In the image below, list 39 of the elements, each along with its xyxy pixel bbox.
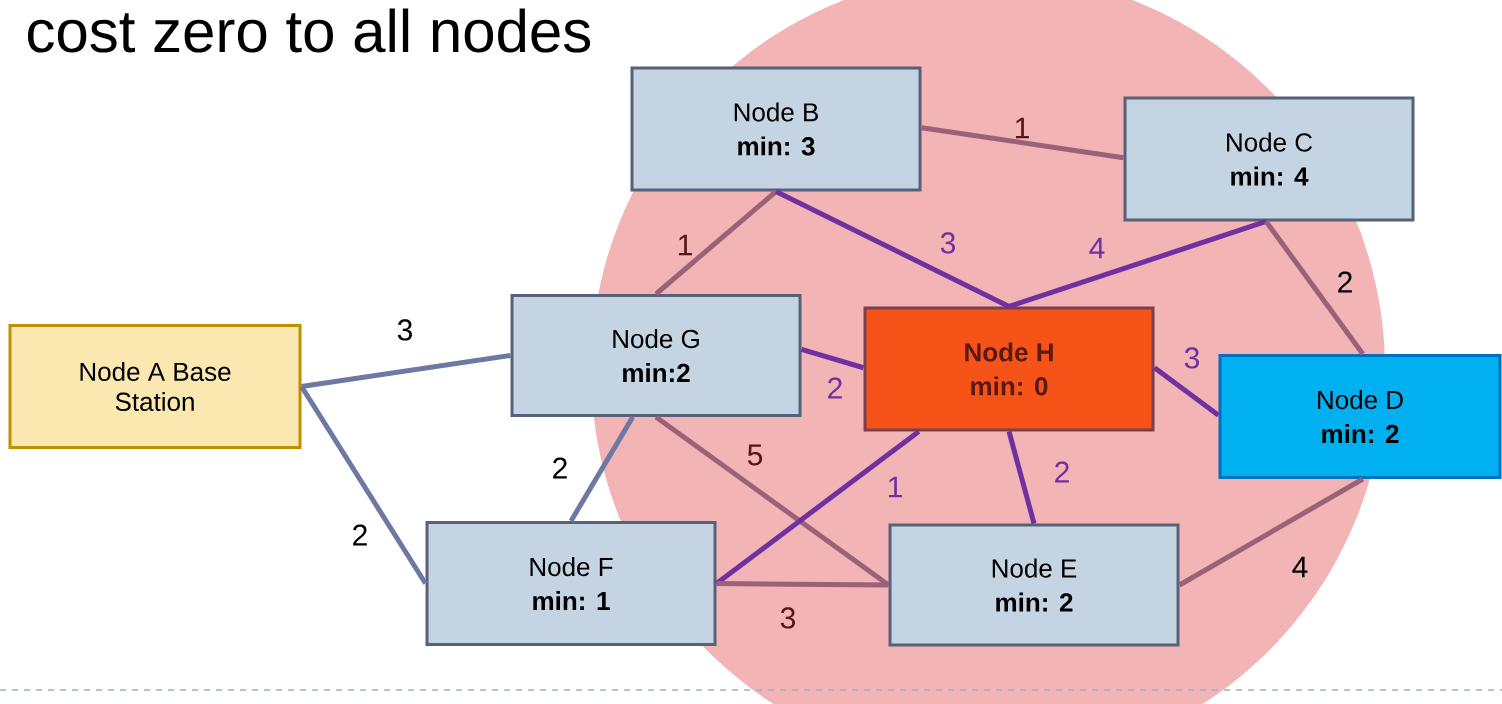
node-box: Node F min: 1: [425, 521, 717, 646]
connector-line: [299, 385, 428, 585]
node-box: Node G min:2: [510, 294, 802, 417]
connector-line: [716, 581, 889, 588]
connector-line: [301, 353, 511, 389]
edge-label: 1: [888, 476, 902, 498]
edge-label: 2: [1055, 461, 1069, 483]
node-box: Node B min: 3: [630, 66, 922, 192]
edge-label: 1: [678, 234, 692, 256]
connector-line: [654, 414, 890, 587]
connector-line: [1008, 219, 1267, 309]
connector-line: [774, 189, 1011, 309]
edge-label: 3: [780, 607, 796, 629]
connector-line: [568, 415, 635, 523]
node-box: Node E min: 2: [888, 523, 1180, 647]
edge-label: 2: [1338, 271, 1352, 293]
node-box: Node H min: 0: [863, 306, 1155, 432]
connector-line: [1178, 476, 1365, 588]
edge-label: 3: [1184, 347, 1200, 369]
edge-label: 4: [1089, 237, 1105, 259]
edge-label: 5: [747, 444, 763, 466]
edge-label: 2: [828, 377, 842, 399]
connector-line: [1264, 220, 1365, 356]
connector-line: [1006, 430, 1037, 525]
connector-line: [654, 189, 778, 296]
connector-line: [1153, 365, 1220, 418]
edge-label: 2: [553, 457, 567, 479]
edge-label: 1: [1015, 117, 1029, 139]
node-box: Node D min: 2: [1218, 354, 1502, 479]
node-box: Node A Base Station: [8, 324, 302, 449]
edge-label: 2: [353, 524, 367, 546]
edge-label: 3: [397, 319, 413, 341]
node-box: Node C min: 4: [1123, 96, 1415, 222]
edge-label: 3: [940, 232, 956, 254]
connector-line: [800, 346, 865, 371]
slide-title: cost zero to all nodes: [27, 8, 591, 53]
connector-line: [921, 125, 1124, 161]
connector-line: [715, 429, 921, 586]
edge-label: 4: [1292, 556, 1308, 578]
